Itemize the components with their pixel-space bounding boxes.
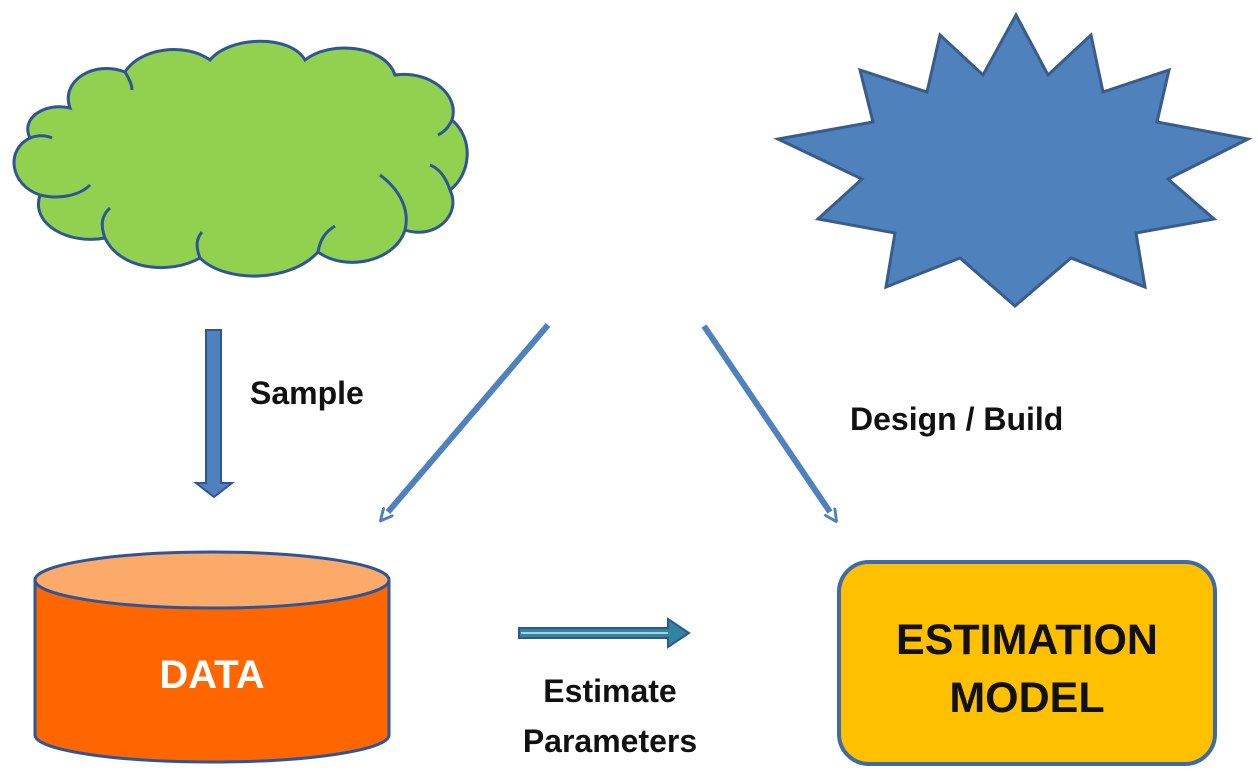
estimate-arrow xyxy=(518,617,691,649)
cylinder-top xyxy=(33,550,391,610)
estimate-label-line1: Estimate xyxy=(543,673,676,709)
data-cylinder: DATA xyxy=(33,550,391,764)
model-label-line2: MODEL xyxy=(949,674,1104,722)
cloud-shape xyxy=(12,39,469,278)
estimation-model-box: ESTIMATION MODEL xyxy=(837,560,1217,766)
cloud-inner-lines xyxy=(29,71,454,259)
design-build-label: Design / Build xyxy=(850,401,1063,437)
system-starburst xyxy=(773,11,1253,308)
sample-arrow xyxy=(193,329,235,499)
cylinder-body xyxy=(33,578,391,764)
population-cloud xyxy=(12,39,469,278)
estimate-label-line2: Parameters xyxy=(523,723,697,759)
model-rect xyxy=(837,560,1217,766)
data-label: DATA xyxy=(159,653,264,697)
model-label-line1: ESTIMATION xyxy=(896,616,1158,664)
arrow-to-data xyxy=(388,323,551,512)
starburst-shape xyxy=(773,11,1253,308)
sample-label: Sample xyxy=(250,375,364,411)
arrow-to-model xyxy=(701,324,830,512)
